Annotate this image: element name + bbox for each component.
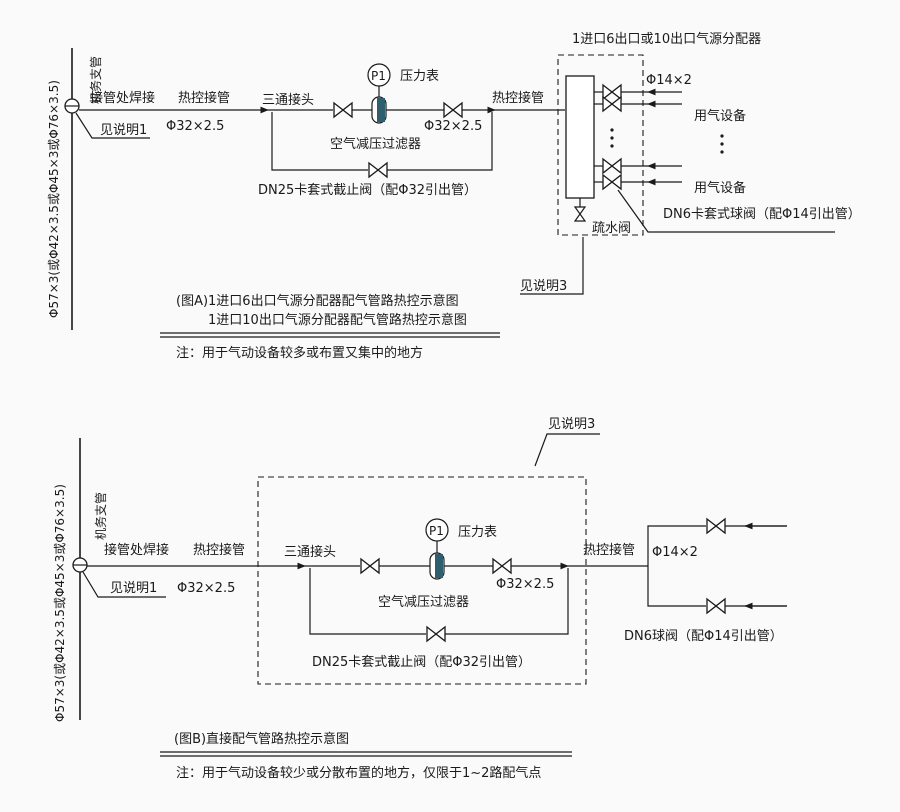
outlet-valve-3-a bbox=[602, 158, 622, 174]
note-b: 注：用于气动设备较少或分散布置的地方，仅限于1~2路配气点 bbox=[176, 765, 541, 781]
bypass-valve-b bbox=[426, 626, 446, 642]
valve-inlet-a bbox=[333, 102, 353, 118]
outlet-spec-a: Φ14×2 bbox=[646, 73, 692, 88]
see-note-1-a: 见说明1 bbox=[100, 123, 147, 138]
outlet-valve-4-a bbox=[602, 174, 622, 190]
diagram-b: Φ57×3(或Φ42×3.5或Φ45×3或Φ76×3.5) 机务支管 见说明1 … bbox=[53, 417, 787, 781]
ball-valve-label-b: DN6球阀（配Φ14引出管） bbox=[624, 629, 783, 644]
main-pipe-spec-b: Φ57×3(或Φ42×3.5或Φ45×3或Φ76×3.5) bbox=[53, 484, 67, 722]
note1-leader-a bbox=[75, 112, 150, 139]
outlet-spec-b: Φ14×2 bbox=[652, 545, 698, 560]
diagram-a: Φ57×3(或Φ42×3.5或Φ45×3或Φ76×3.5) 机务支管 见说明1 … bbox=[47, 31, 861, 361]
assembly-boundary-b bbox=[257, 476, 587, 685]
bypass-line-a bbox=[271, 112, 368, 171]
manifold-title-a: 1进口6出口或10出口气源分配器 bbox=[572, 31, 761, 47]
ball-valve-leader-a bbox=[617, 189, 835, 233]
caption-b: (图B)直接配气管路热控示意图 bbox=[174, 731, 349, 747]
outlet-branch-upper-b bbox=[647, 525, 706, 566]
bypass-line-b bbox=[309, 568, 426, 635]
hot-control-pipe-right-b: 热控接管 bbox=[583, 542, 635, 558]
gas-distributor-a bbox=[565, 75, 595, 199]
pipe-spec-right-b: Φ32×2.5 bbox=[496, 577, 554, 592]
valve-outlet-b bbox=[492, 558, 512, 574]
gauge-tag-a: P1 bbox=[371, 69, 386, 83]
caption-line1-a: (图A)1进口6出口气源分配器配气管路热控示意图 bbox=[176, 293, 459, 309]
outlet-valve-2-b bbox=[706, 598, 726, 614]
see-note-3-a: 见说明3 bbox=[520, 279, 567, 294]
hot-control-pipe-right-a: 热控接管 bbox=[492, 90, 544, 106]
hot-control-pipe-left-a: 热控接管 bbox=[178, 90, 230, 106]
manifold-boundary-a bbox=[557, 54, 644, 236]
pipe-spec-right-a: Φ32×2.5 bbox=[424, 119, 482, 134]
weld-joint-label-a: 接管处焊接 bbox=[90, 90, 155, 106]
pressure-gauge-b bbox=[425, 518, 449, 542]
filter-regulator-label-a: 空气减压过滤器 bbox=[330, 136, 421, 152]
hot-control-pipe-left-b: 热控接管 bbox=[193, 542, 245, 558]
weld-joint-label-b: 接管处焊接 bbox=[104, 542, 169, 558]
tee-joint-label-a: 三通接头 bbox=[262, 92, 314, 108]
gas-equipment-1-a: 用气设备 bbox=[694, 108, 746, 124]
valve-outlet-a bbox=[443, 102, 463, 118]
bypass-valve-label-a: DN25卡套式截止阀（配Φ32引出管） bbox=[258, 182, 477, 198]
drain-valve-a bbox=[574, 206, 586, 222]
branch-pipe-label-b: 机务支管 bbox=[93, 492, 108, 540]
see-note-1-b: 见说明1 bbox=[110, 581, 157, 596]
tee-joint-label-b: 三通接头 bbox=[284, 544, 336, 560]
note3-leader-a bbox=[520, 237, 584, 295]
see-note-3-b: 见说明3 bbox=[548, 417, 595, 432]
bypass-valve-a bbox=[368, 162, 388, 178]
pressure-gauge-label-a: 压力表 bbox=[400, 69, 439, 84]
branch-pipe-label-a: 机务支管 bbox=[88, 56, 103, 104]
note3-leader-b bbox=[534, 433, 600, 467]
note-a: 注：用于气动设备较多或布置又集中的地方 bbox=[176, 345, 423, 361]
note1-leader-b bbox=[82, 571, 166, 598]
main-pipe-spec-a: Φ57×3(或Φ42×3.5或Φ45×3或Φ76×3.5) bbox=[47, 80, 61, 318]
pressure-gauge-label-b: 压力表 bbox=[458, 525, 497, 540]
pipe-spec-left-b: Φ32×2.5 bbox=[177, 581, 235, 596]
outlet-valve-1-b bbox=[706, 518, 726, 534]
ball-valve-label-a: DN6卡套式球阀（配Φ14引出管） bbox=[663, 206, 861, 222]
pipe-spec-left-a: Φ32×2.5 bbox=[166, 119, 224, 134]
drain-valve-label-a: 疏水阀 bbox=[592, 221, 631, 236]
gas-equipment-2-a: 用气设备 bbox=[694, 180, 746, 196]
bypass-valve-label-b: DN25卡套式截止阀（配Φ32引出管） bbox=[312, 654, 531, 670]
gauge-tag-b: P1 bbox=[429, 524, 444, 538]
filter-regulator-label-b: 空气减压过滤器 bbox=[378, 594, 469, 610]
outlet-branch-lower-b bbox=[647, 566, 706, 607]
pressure-gauge-a bbox=[367, 63, 391, 87]
outlet-valve-1-a bbox=[602, 84, 622, 100]
outlet-valve-2-a bbox=[602, 96, 622, 112]
valve-inlet-b bbox=[360, 558, 380, 574]
caption-line2-a: 1进口10出口气源分配器配气管路热控示意图 bbox=[208, 312, 467, 328]
